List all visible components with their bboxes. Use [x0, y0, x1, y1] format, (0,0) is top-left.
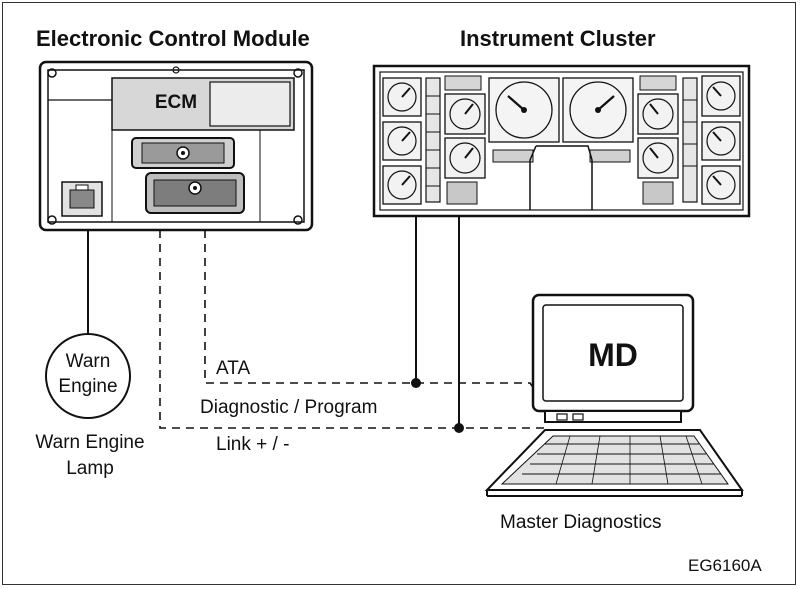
master-diagnostics-computer: [484, 293, 744, 497]
figure-code: EG6160A: [688, 556, 762, 575]
diagnostic-program-label: Diagnostic / Program: [200, 397, 378, 418]
warn-engine-lamp: [45, 333, 131, 419]
instrument-cluster-title: Instrument Cluster: [460, 26, 656, 51]
md-screen-label: MD: [588, 337, 638, 373]
lamp-caption-line1: Warn Engine: [35, 432, 145, 453]
ecm-module-title: Electronic Control Module: [36, 26, 310, 51]
ecm-label: ECM: [155, 92, 197, 113]
wiring: [87, 216, 545, 433]
link-junction-dot: [454, 423, 464, 433]
lamp-text-line1: Warn: [66, 351, 111, 372]
instrument-cluster: [372, 64, 751, 218]
link-plus-minus-label: Link + / -: [216, 434, 290, 455]
ecm-unit: [38, 60, 314, 232]
master-diagnostics-caption: Master Diagnostics: [500, 512, 662, 533]
lamp-text-line2: Engine: [58, 376, 117, 397]
ata-junction-dot: [411, 378, 421, 388]
lamp-caption-line2: Lamp: [66, 458, 114, 479]
ata-label: ATA: [216, 358, 251, 379]
